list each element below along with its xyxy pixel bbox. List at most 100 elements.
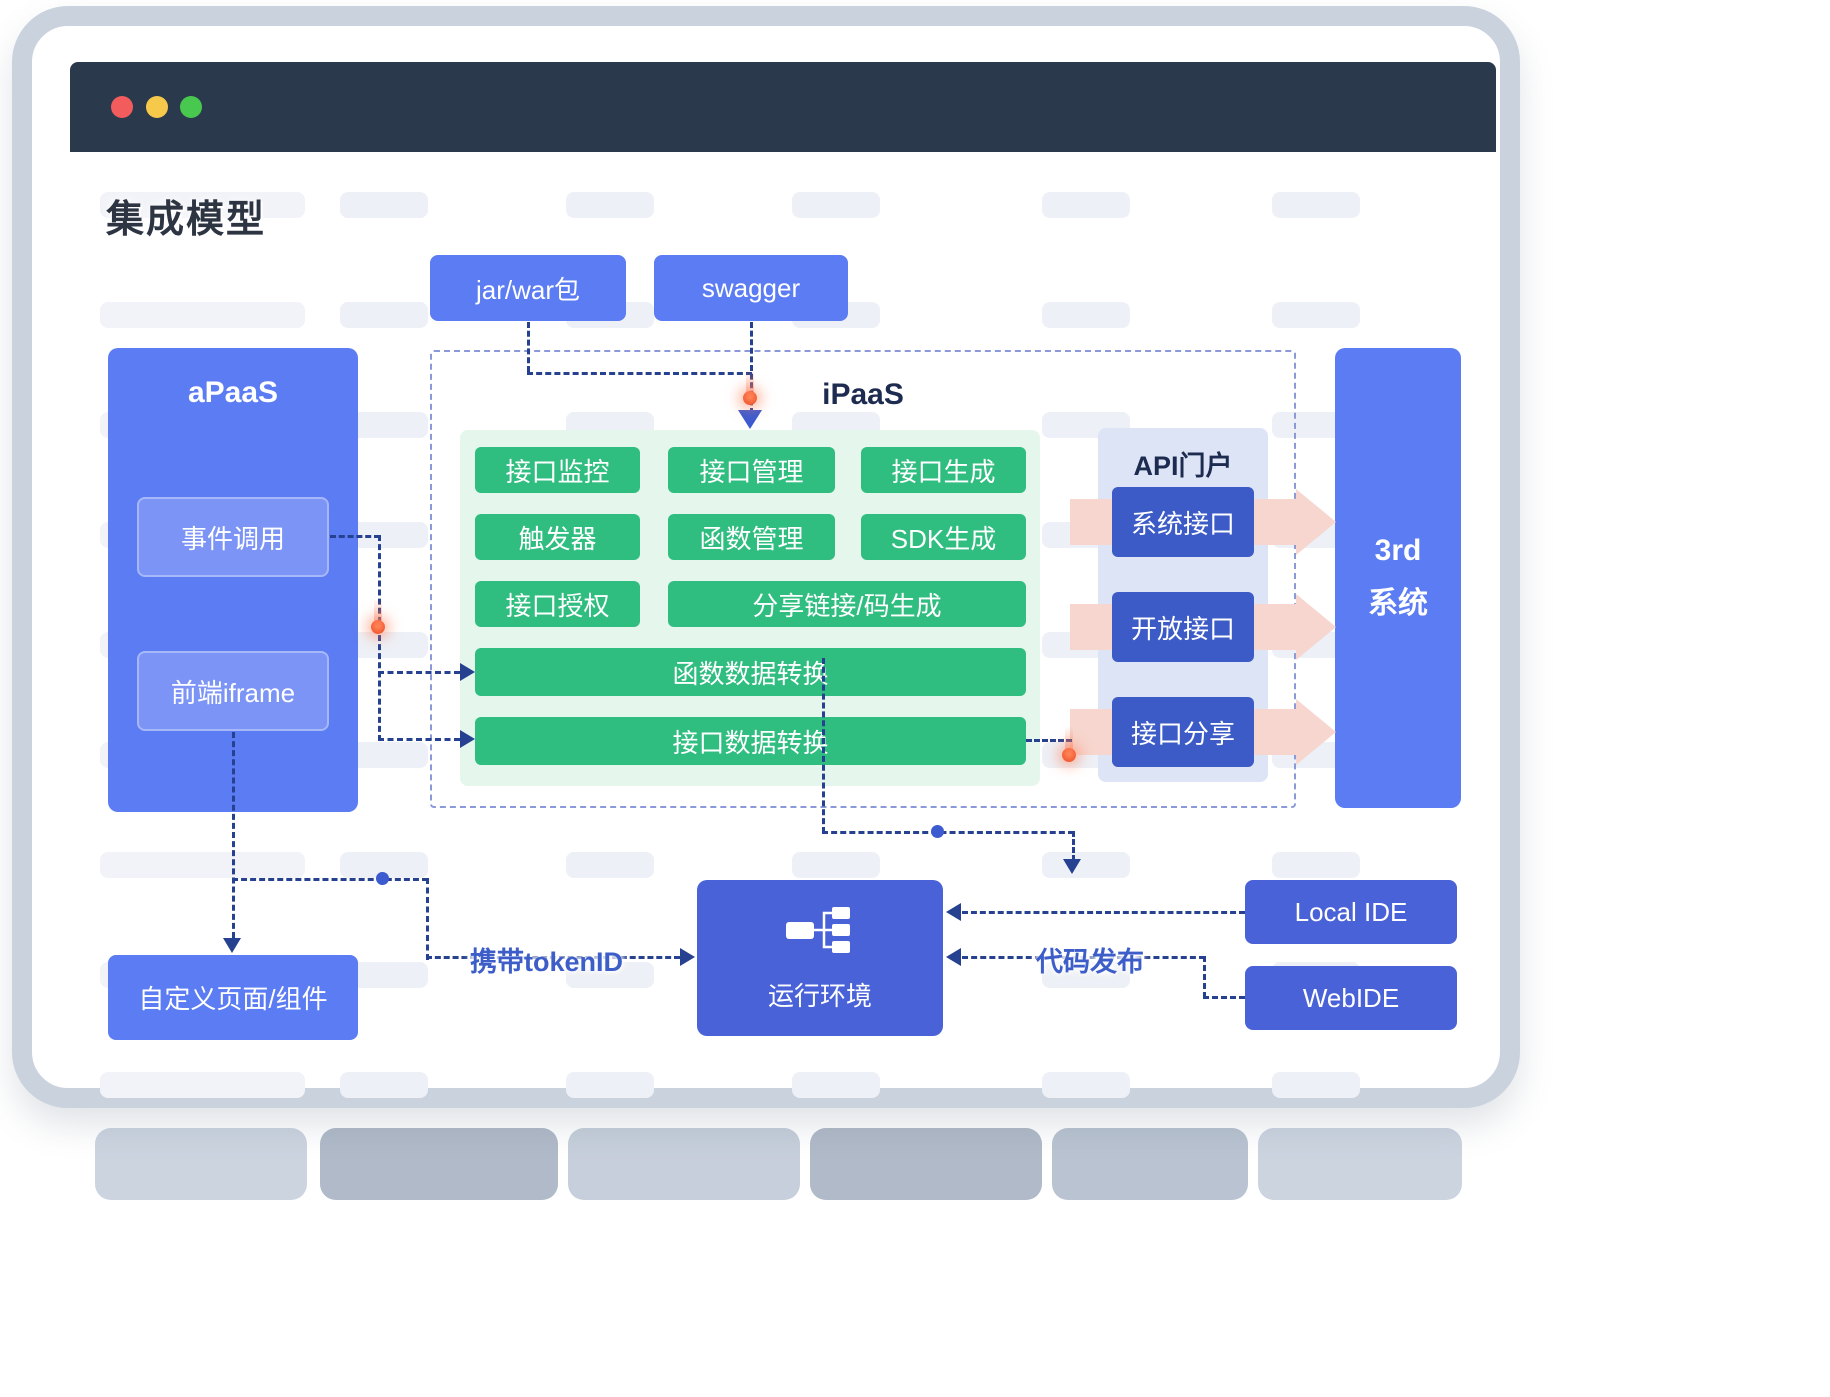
connector-line [378, 738, 460, 741]
feature-trigger: 触发器 [475, 514, 640, 560]
background-bar [810, 1128, 1042, 1200]
ping-dot-orange-icon [743, 391, 757, 405]
arrowhead-down-icon [1063, 859, 1081, 874]
ghost-block [566, 1072, 654, 1098]
apaas-title: aPaaS [187, 376, 279, 409]
ghost-block [340, 1072, 428, 1098]
connector-line [426, 956, 680, 959]
ghost-block [1042, 962, 1130, 988]
connector-line [330, 535, 380, 538]
traffic-light-red-icon [111, 96, 133, 118]
ghost-block [100, 192, 305, 218]
apaas-item-frontend-iframe: 前端iframe [137, 651, 329, 731]
feature-api-manage: 接口管理 [668, 447, 835, 493]
feature-function-data-transform: 函数数据转换 [475, 648, 1026, 696]
background-bar [1052, 1128, 1248, 1200]
ghost-block [1042, 192, 1130, 218]
edge-label-deploy: 代码发布 [1036, 947, 1144, 977]
feature-sdk-generate: SDK生成 [861, 514, 1026, 560]
ghost-block [1042, 1072, 1130, 1098]
ghost-block [792, 1072, 880, 1098]
ghost-block [1272, 192, 1360, 218]
connector-line [232, 878, 428, 881]
arrowhead-down-icon [738, 410, 762, 429]
portal-item-system-api: 系统接口 [1112, 487, 1254, 557]
ghost-block [566, 962, 654, 988]
connector-line [822, 658, 825, 833]
connector-line [232, 732, 235, 938]
swagger-box: swagger [654, 255, 848, 321]
edge-label-token: 携带tokenID [470, 947, 624, 977]
ghost-block [1272, 1072, 1360, 1098]
connector-dot-blue-icon [376, 872, 389, 885]
third-system-box: 3rd 系统 [1335, 348, 1461, 808]
arrowhead-right-icon [460, 730, 475, 748]
connector-line [1203, 996, 1245, 999]
portal-item-api-share: 接口分享 [1112, 697, 1254, 767]
ghost-block [1272, 302, 1360, 328]
feature-share-link-generate: 分享链接/码生成 [668, 581, 1026, 627]
ghost-block [340, 192, 428, 218]
connector-line [378, 535, 381, 741]
flow-arrow-right-head [1296, 699, 1336, 765]
arrowhead-left-icon [946, 903, 961, 921]
browser-titlebar [70, 62, 1496, 152]
connector-line [426, 878, 429, 960]
apaas-item-event-call: 事件调用 [137, 497, 329, 577]
flowchart-icon [782, 903, 858, 962]
arrowhead-left-icon [946, 948, 961, 966]
ghost-block [100, 302, 305, 328]
connector-line [1026, 739, 1072, 742]
ghost-block [100, 1072, 305, 1098]
ghost-block [1272, 852, 1360, 878]
connector-line [1072, 831, 1075, 861]
ghost-block [566, 852, 654, 878]
background-bar [320, 1128, 558, 1200]
connector-line [822, 831, 1074, 834]
runtime-label: 运行环境 [767, 981, 872, 1011]
feature-api-data-transform: 接口数据转换 [475, 717, 1026, 765]
ping-dot-orange-icon [1062, 748, 1076, 762]
ghost-block [792, 192, 880, 218]
custom-page-box: 自定义页面/组件 [108, 955, 358, 1040]
background-bar [95, 1128, 307, 1200]
ghost-block [1042, 852, 1130, 878]
background-bar [1258, 1128, 1462, 1200]
arrowhead-right-icon [460, 663, 475, 681]
web-ide-box: WebIDE [1245, 966, 1457, 1030]
ghost-block [566, 192, 654, 218]
arrowhead-right-icon [680, 948, 695, 966]
third-system-line2: 系统 [1368, 587, 1428, 620]
connector-line [962, 956, 1205, 959]
local-ide-box: Local IDE [1245, 880, 1457, 944]
ipaas-container [430, 350, 1296, 808]
ipaas-title: iPaaS [822, 378, 904, 411]
connector-line [962, 911, 1245, 914]
ghost-block [340, 302, 428, 328]
connector-dot-blue-icon [931, 825, 944, 838]
page-title: 集成模型 [106, 199, 267, 241]
portal-item-open-api: 开放接口 [1112, 592, 1254, 662]
traffic-light-yellow-icon [146, 96, 168, 118]
arrowhead-down-icon [223, 938, 241, 953]
background-bar [568, 1128, 800, 1200]
ghost-block [792, 852, 880, 878]
ghost-block [100, 852, 305, 878]
connector-line [527, 372, 752, 375]
connector-line [527, 322, 530, 372]
runtime-box: 运行环境 [697, 880, 943, 1036]
connector-line [1203, 956, 1206, 998]
api-portal-title: API门户 [1133, 451, 1233, 481]
ping-dot-orange-icon [371, 620, 385, 634]
third-system-line1: 3rd [1374, 534, 1422, 567]
jar-war-box: jar/war包 [430, 255, 626, 321]
feature-function-manage: 函数管理 [668, 514, 835, 560]
flow-arrow-right-head [1296, 594, 1336, 660]
feature-api-generate: 接口生成 [861, 447, 1026, 493]
feature-api-auth: 接口授权 [475, 581, 640, 627]
connector-line [378, 671, 460, 674]
flow-arrow-right-head [1296, 489, 1336, 555]
traffic-light-green-icon [180, 96, 202, 118]
